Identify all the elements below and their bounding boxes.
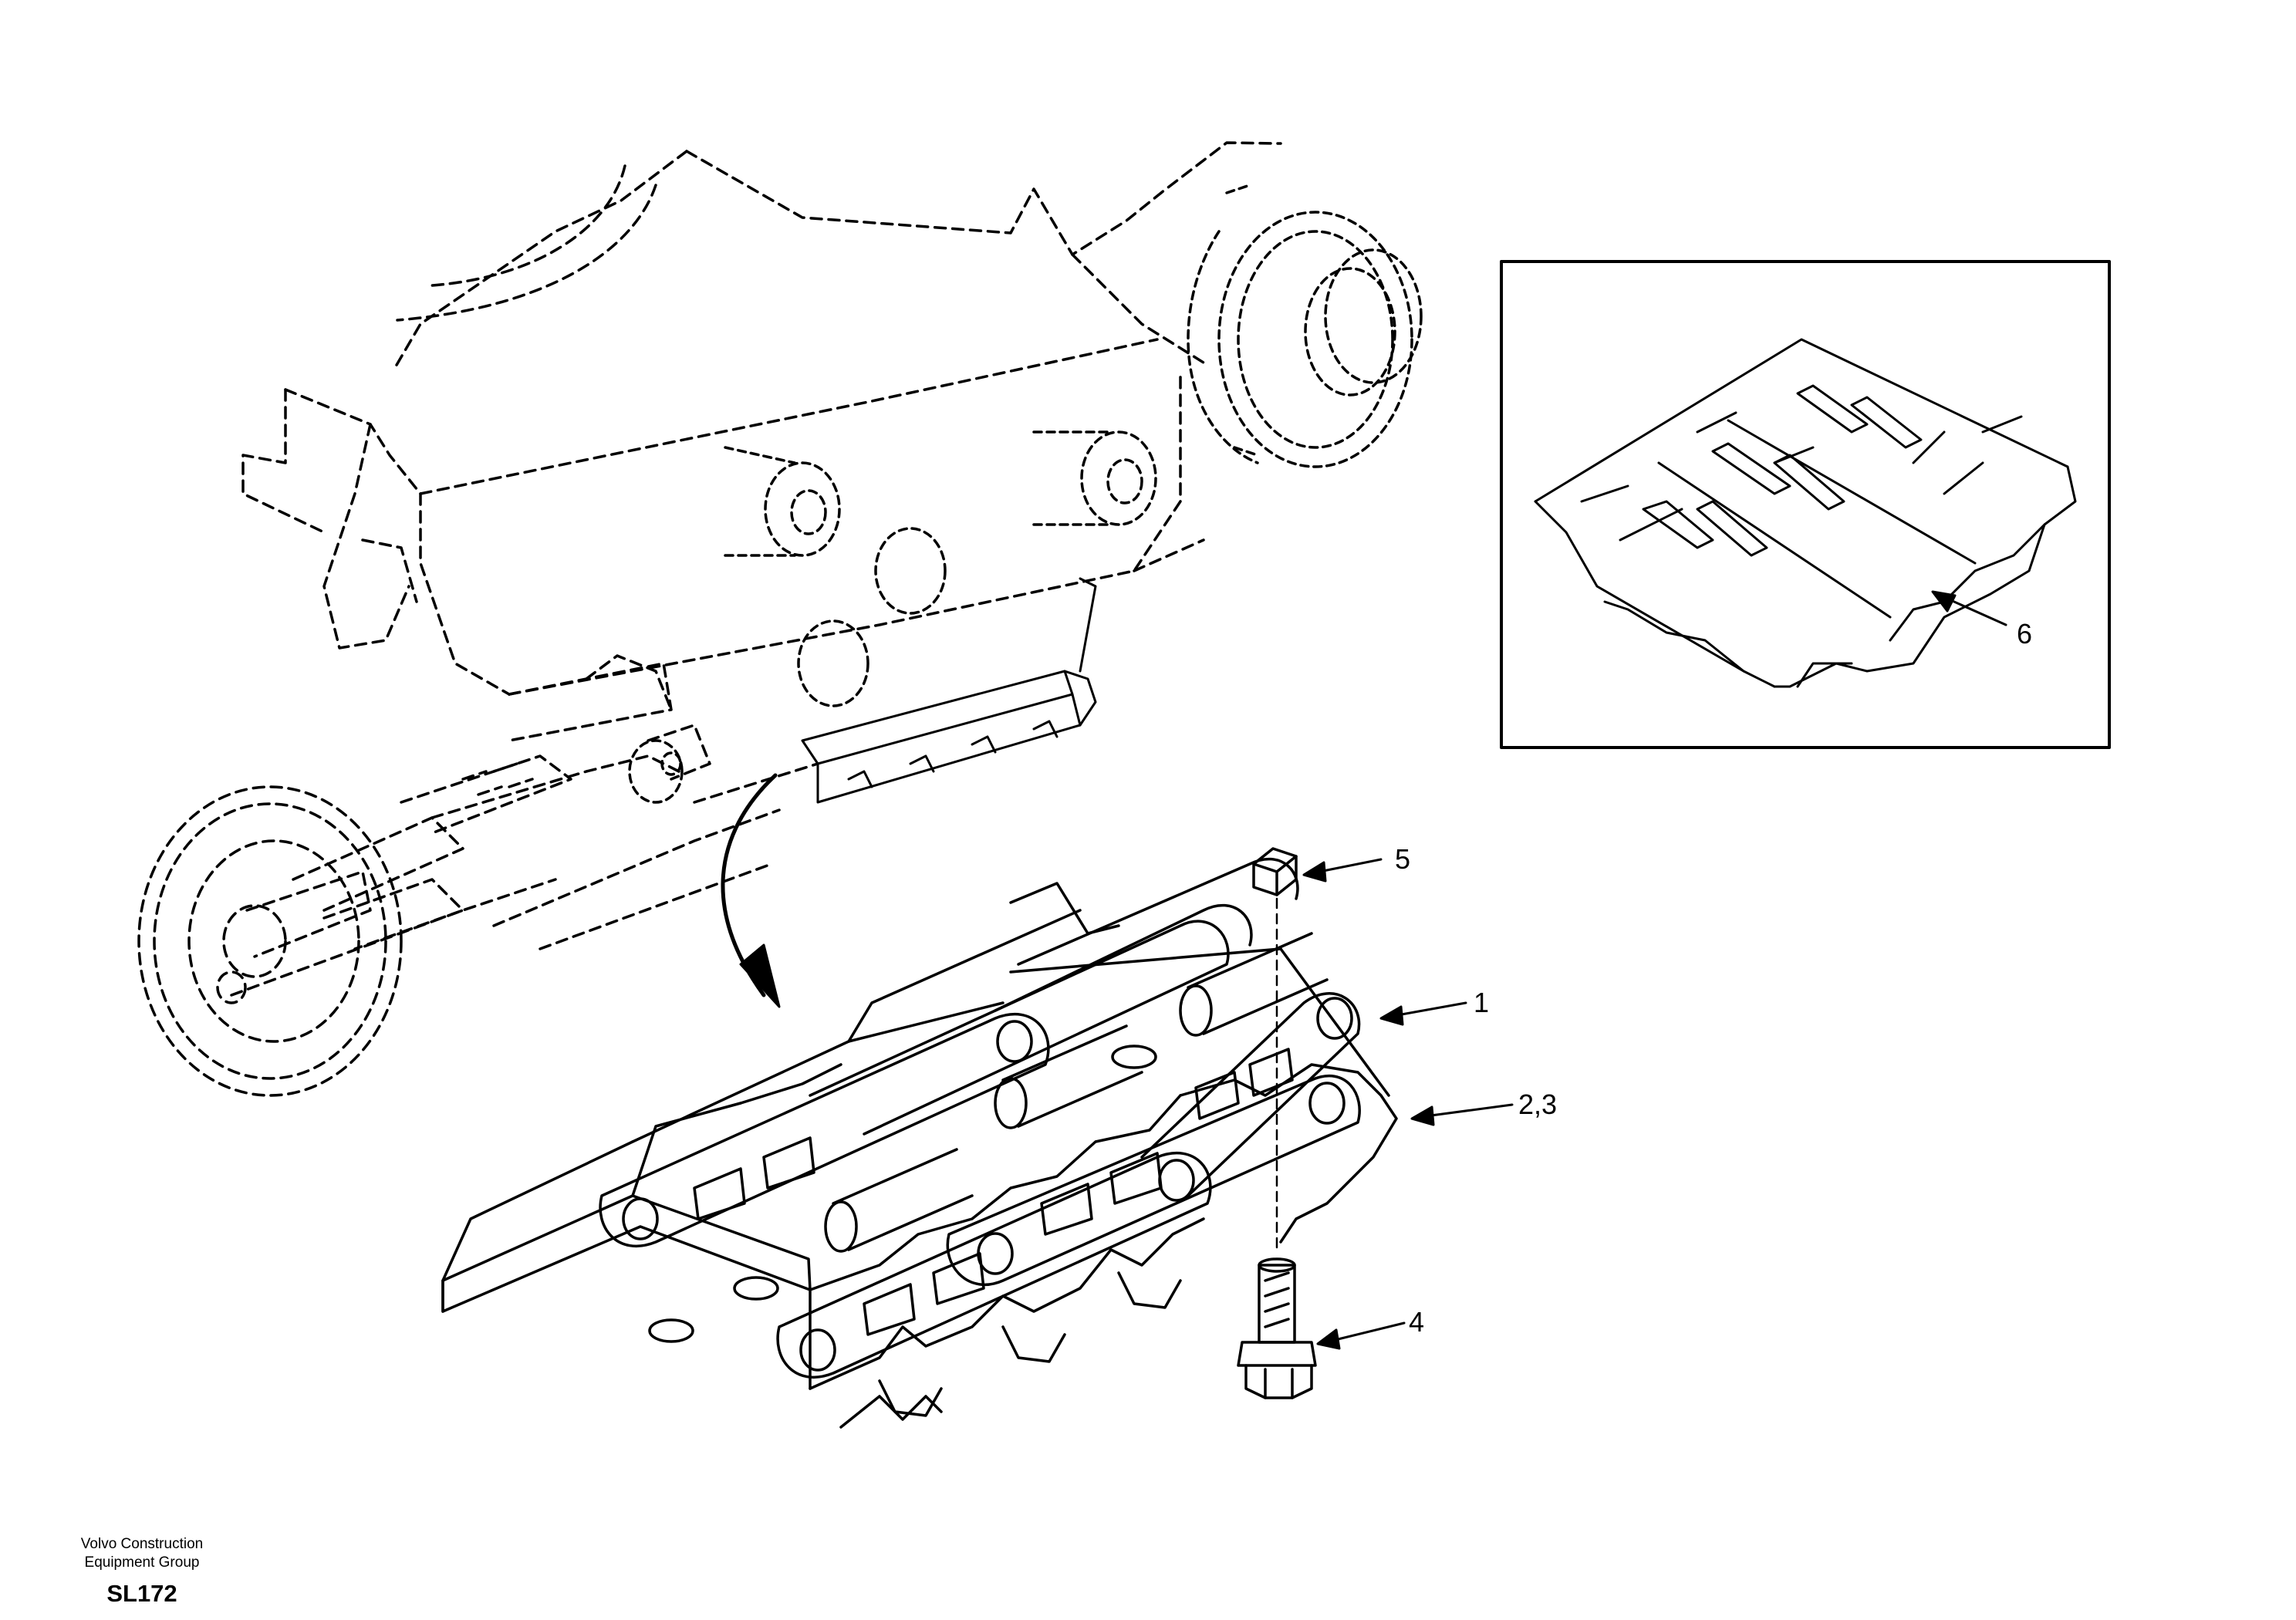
drive-sprocket [1187,184,1423,468]
track-nut [1252,847,1298,1251]
callout-2-3: 2,3 [1518,1088,1557,1120]
callout-5: 5 [1395,843,1410,875]
callout-6: 6 [2017,618,2032,650]
rubber-pad-inset [1500,260,2111,749]
track-bolt [1237,1257,1317,1399]
carrier-rollers [628,430,1157,804]
track-chain-on-machine [801,577,1097,804]
callout-1: 1 [1474,987,1489,1018]
footer: Volvo Construction Equipment Group SL172 [26,1535,258,1608]
diagram-code: SL172 [106,1580,177,1607]
org-name-line2: Equipment Group [84,1554,200,1571]
curved-arrow [721,773,781,1008]
undercarriage-frame [137,141,1282,1097]
org-name-line1: Volvo Construction [80,1536,204,1552]
leader-lines [1302,590,2007,1350]
callout-4: 4 [1409,1306,1424,1338]
track-shoe-assembly [441,857,1398,1429]
